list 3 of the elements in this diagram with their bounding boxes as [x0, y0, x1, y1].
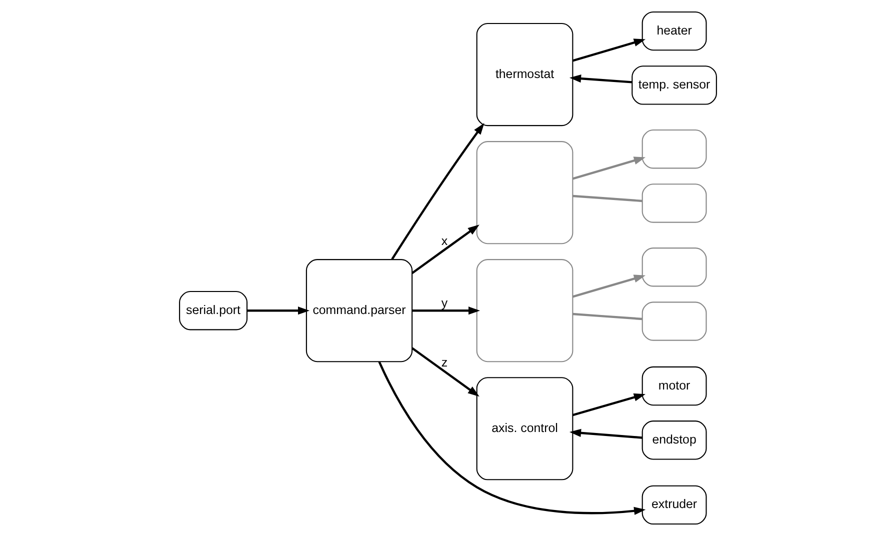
edge-label: y — [440, 296, 448, 310]
edge-label: x — [440, 234, 448, 248]
edge-label: z — [440, 356, 448, 370]
